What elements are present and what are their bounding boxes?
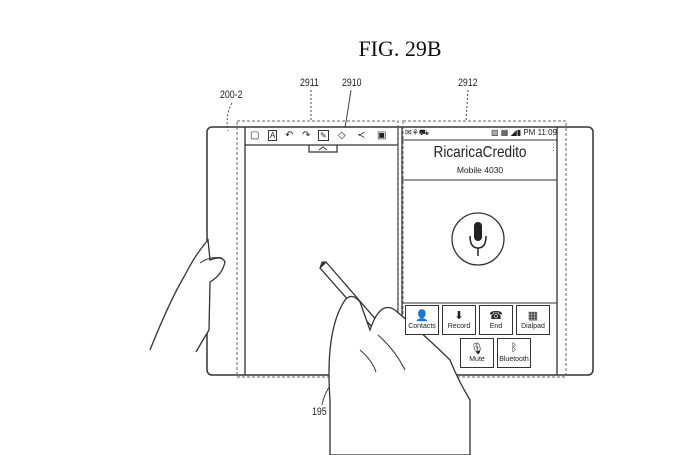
redo-icon[interactable]: ↷ (302, 130, 311, 141)
region-2912 (402, 120, 567, 378)
square-icon[interactable]: ▢ (250, 130, 260, 141)
microphone-icon (474, 222, 482, 241)
dialpad-icon: ▦ (527, 310, 539, 322)
contacts-button[interactable]: 👤Contacts (405, 305, 439, 335)
ref-label-left-region: 2911 (300, 77, 319, 89)
status-bar: ▨ ▦ ◢▮ PM 11:09 (491, 128, 557, 137)
bluetooth-icon: ᛒ (510, 342, 518, 354)
ref-label-stylus: 195 (312, 406, 327, 418)
mute-button[interactable]: 🎙Mute (460, 338, 494, 368)
dialpad-button[interactable]: ▦Dialpad (516, 305, 550, 335)
ref-label-toolbar: 2910 (342, 77, 362, 89)
status-time: PM 11:09 (523, 128, 557, 137)
person-icon: 👤 (415, 310, 429, 322)
ref-label-right-region: 2912 (458, 77, 478, 89)
toolbar-collapse-tab (308, 145, 338, 153)
notification-icons: ✉⚘⛟ (405, 128, 429, 137)
microphone-icon: ⬇ (454, 310, 464, 322)
right-hand (328, 295, 471, 455)
more-options-icon[interactable]: ⋮ (549, 142, 558, 152)
caller-name: RicaricaCredito (433, 144, 527, 161)
share-icon[interactable]: ≺ (357, 130, 366, 141)
pen-icon[interactable]: ✎ (318, 130, 329, 141)
record-button[interactable]: ⬇Record (442, 305, 476, 335)
region-2911 (236, 120, 399, 378)
undo-icon[interactable]: ↶ (285, 130, 294, 141)
text-icon[interactable]: A (268, 130, 278, 141)
save-icon[interactable]: ▣ (377, 130, 387, 141)
mute-icon: 🎙 (470, 343, 484, 355)
eraser-icon[interactable]: ◇ (338, 130, 346, 141)
phone-end-icon: ☎ (489, 310, 503, 322)
end-call-button[interactable]: ☎End (479, 305, 513, 335)
ref-label-device: 200-2 (220, 89, 243, 101)
figure-title: FIG. 29B (358, 36, 442, 61)
caller-number: Mobile 4030 (456, 165, 504, 175)
